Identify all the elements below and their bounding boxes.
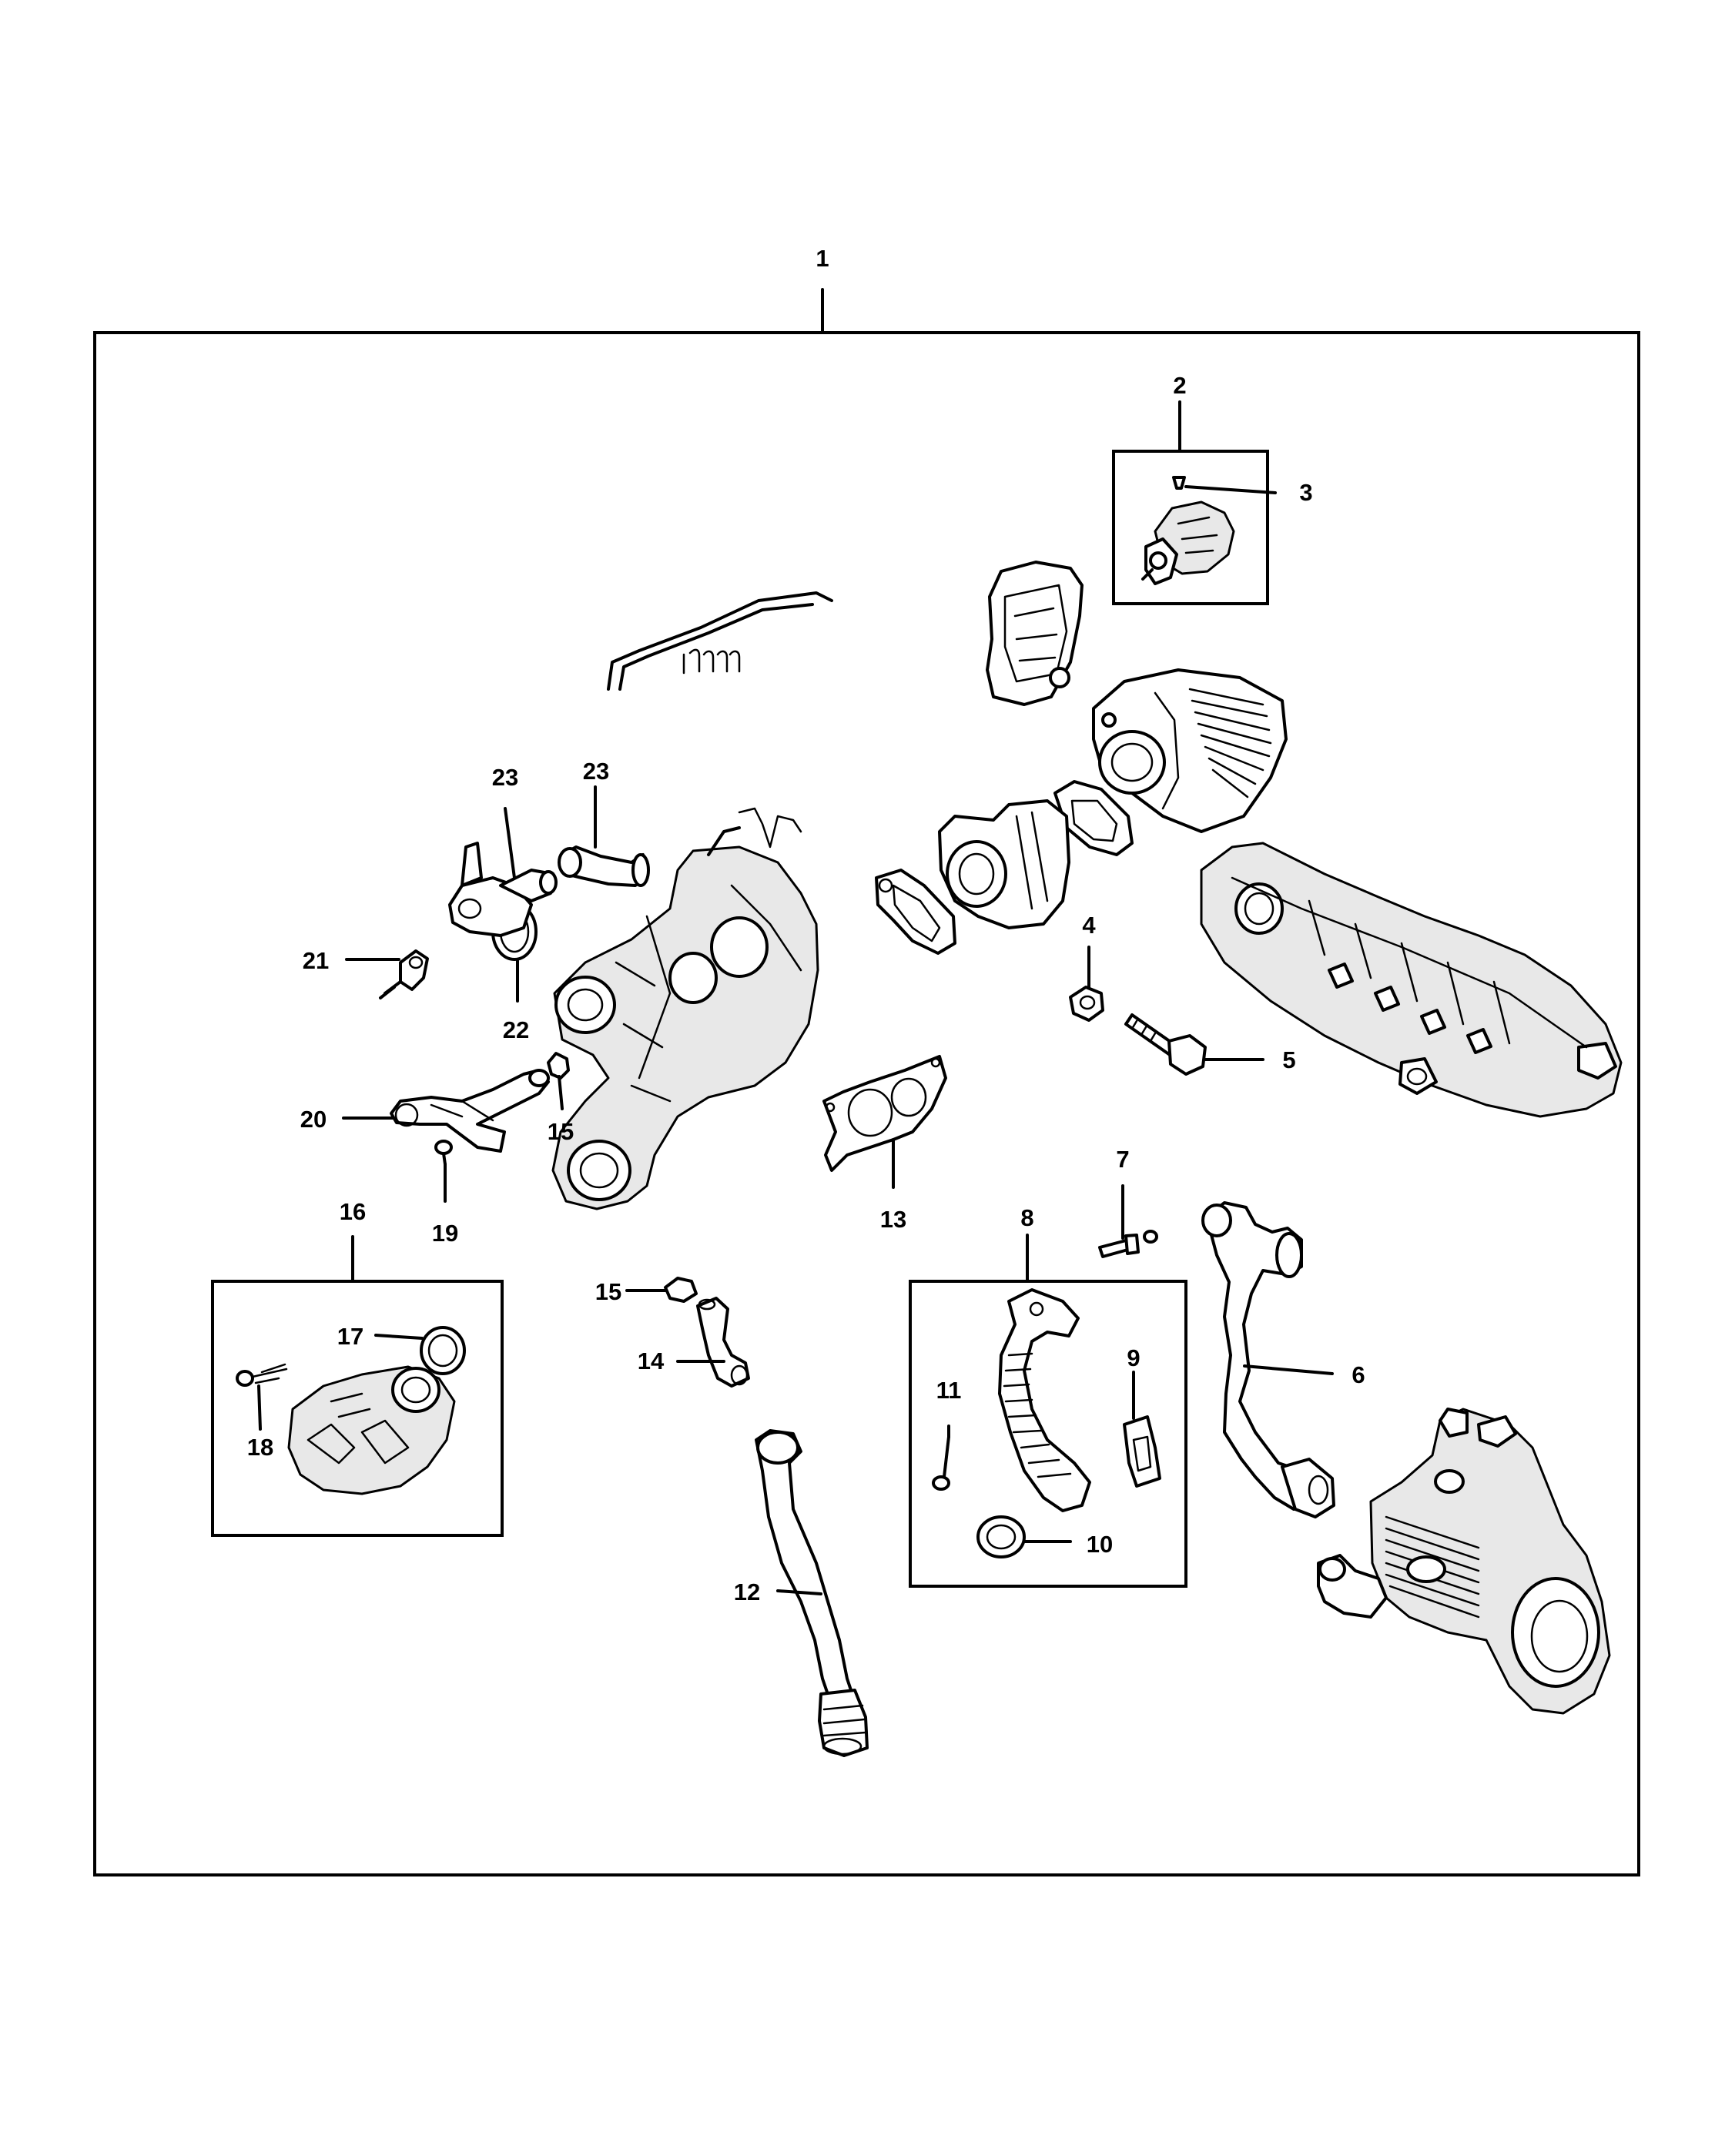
part-17-gasket	[420, 1326, 466, 1375]
part-20-coolant-pipe	[390, 1069, 550, 1153]
callout-13: 13	[880, 1206, 906, 1233]
part-15-upper-clip	[547, 1052, 570, 1080]
leader-12	[776, 1589, 822, 1595]
callout-5: 5	[1282, 1046, 1295, 1073]
egr-valve-gasket	[875, 869, 956, 955]
part-19-bolt	[434, 1140, 453, 1166]
part-18-bolt	[236, 1363, 288, 1387]
leader-23-left	[504, 807, 516, 879]
callout-23-right: 23	[583, 758, 609, 785]
leader-3	[1184, 485, 1277, 494]
part-8-flex-pipe	[998, 1288, 1091, 1512]
callout-12: 12	[734, 1578, 760, 1605]
main-assembly-frame	[93, 331, 1640, 1876]
part-23-right-hose	[558, 845, 650, 887]
egr-cooler-gasket-plate	[986, 561, 1084, 706]
oil-cooler-filter-housing	[1317, 1408, 1611, 1715]
callout-10: 10	[1087, 1531, 1113, 1558]
callout-15-lower: 15	[595, 1278, 621, 1305]
callout-17: 17	[337, 1323, 363, 1350]
callout-22: 22	[503, 1016, 529, 1043]
part-13-gasket	[822, 1055, 947, 1172]
callout-2: 2	[1173, 372, 1186, 399]
callout-18: 18	[247, 1434, 273, 1461]
callout-21: 21	[303, 947, 329, 974]
callout-6: 6	[1352, 1361, 1365, 1388]
callout-1: 1	[816, 245, 829, 272]
wiring-harness-strip	[607, 591, 833, 691]
callout-23-left: 23	[492, 764, 518, 791]
part-6-coolant-hose	[1201, 1201, 1335, 1518]
part-11-bolt	[932, 1435, 950, 1491]
callout-14: 14	[638, 1348, 665, 1374]
part-16-water-pump	[287, 1365, 456, 1495]
coolant-outlet-housing	[551, 807, 819, 1210]
group-box-2	[1112, 450, 1269, 605]
part-5-bolt	[1124, 1013, 1207, 1076]
leader-18	[257, 1384, 262, 1431]
group-box-8	[909, 1280, 1187, 1588]
part-7-bolt-washer	[1098, 1230, 1158, 1258]
part-21-temperature-sensor	[379, 949, 429, 999]
part-23-left-fitting	[448, 842, 558, 937]
cooler-gasket	[1053, 780, 1134, 856]
egr-valve-body	[938, 799, 1070, 929]
callout-16: 16	[340, 1198, 366, 1225]
leader-6	[1243, 1364, 1334, 1375]
callout-8: 8	[1020, 1204, 1033, 1231]
callout-15-upper: 15	[548, 1118, 574, 1145]
group-box-16	[211, 1280, 504, 1537]
leader-15-upper	[558, 1075, 564, 1110]
part-14-coolant-tube	[696, 1297, 750, 1388]
leader-17	[374, 1334, 424, 1340]
callout-4: 4	[1082, 912, 1096, 939]
part-4-nut	[1069, 986, 1104, 1022]
callout-3: 3	[1299, 479, 1312, 506]
callout-11: 11	[936, 1377, 962, 1404]
part-15-lower-clip	[664, 1277, 698, 1303]
part-9-gasket	[1123, 1415, 1161, 1488]
intake-manifold	[1200, 842, 1623, 1118]
callout-20: 20	[300, 1106, 327, 1133]
part-12-coolant-hose	[755, 1429, 869, 1757]
callout-19: 19	[432, 1220, 458, 1247]
egr-cooler-housing	[1092, 668, 1288, 833]
part-10-seal-ring	[976, 1515, 1026, 1558]
callout-7: 7	[1116, 1146, 1129, 1173]
part-2-valve-actuator	[1141, 476, 1235, 585]
callout-9: 9	[1127, 1344, 1140, 1371]
